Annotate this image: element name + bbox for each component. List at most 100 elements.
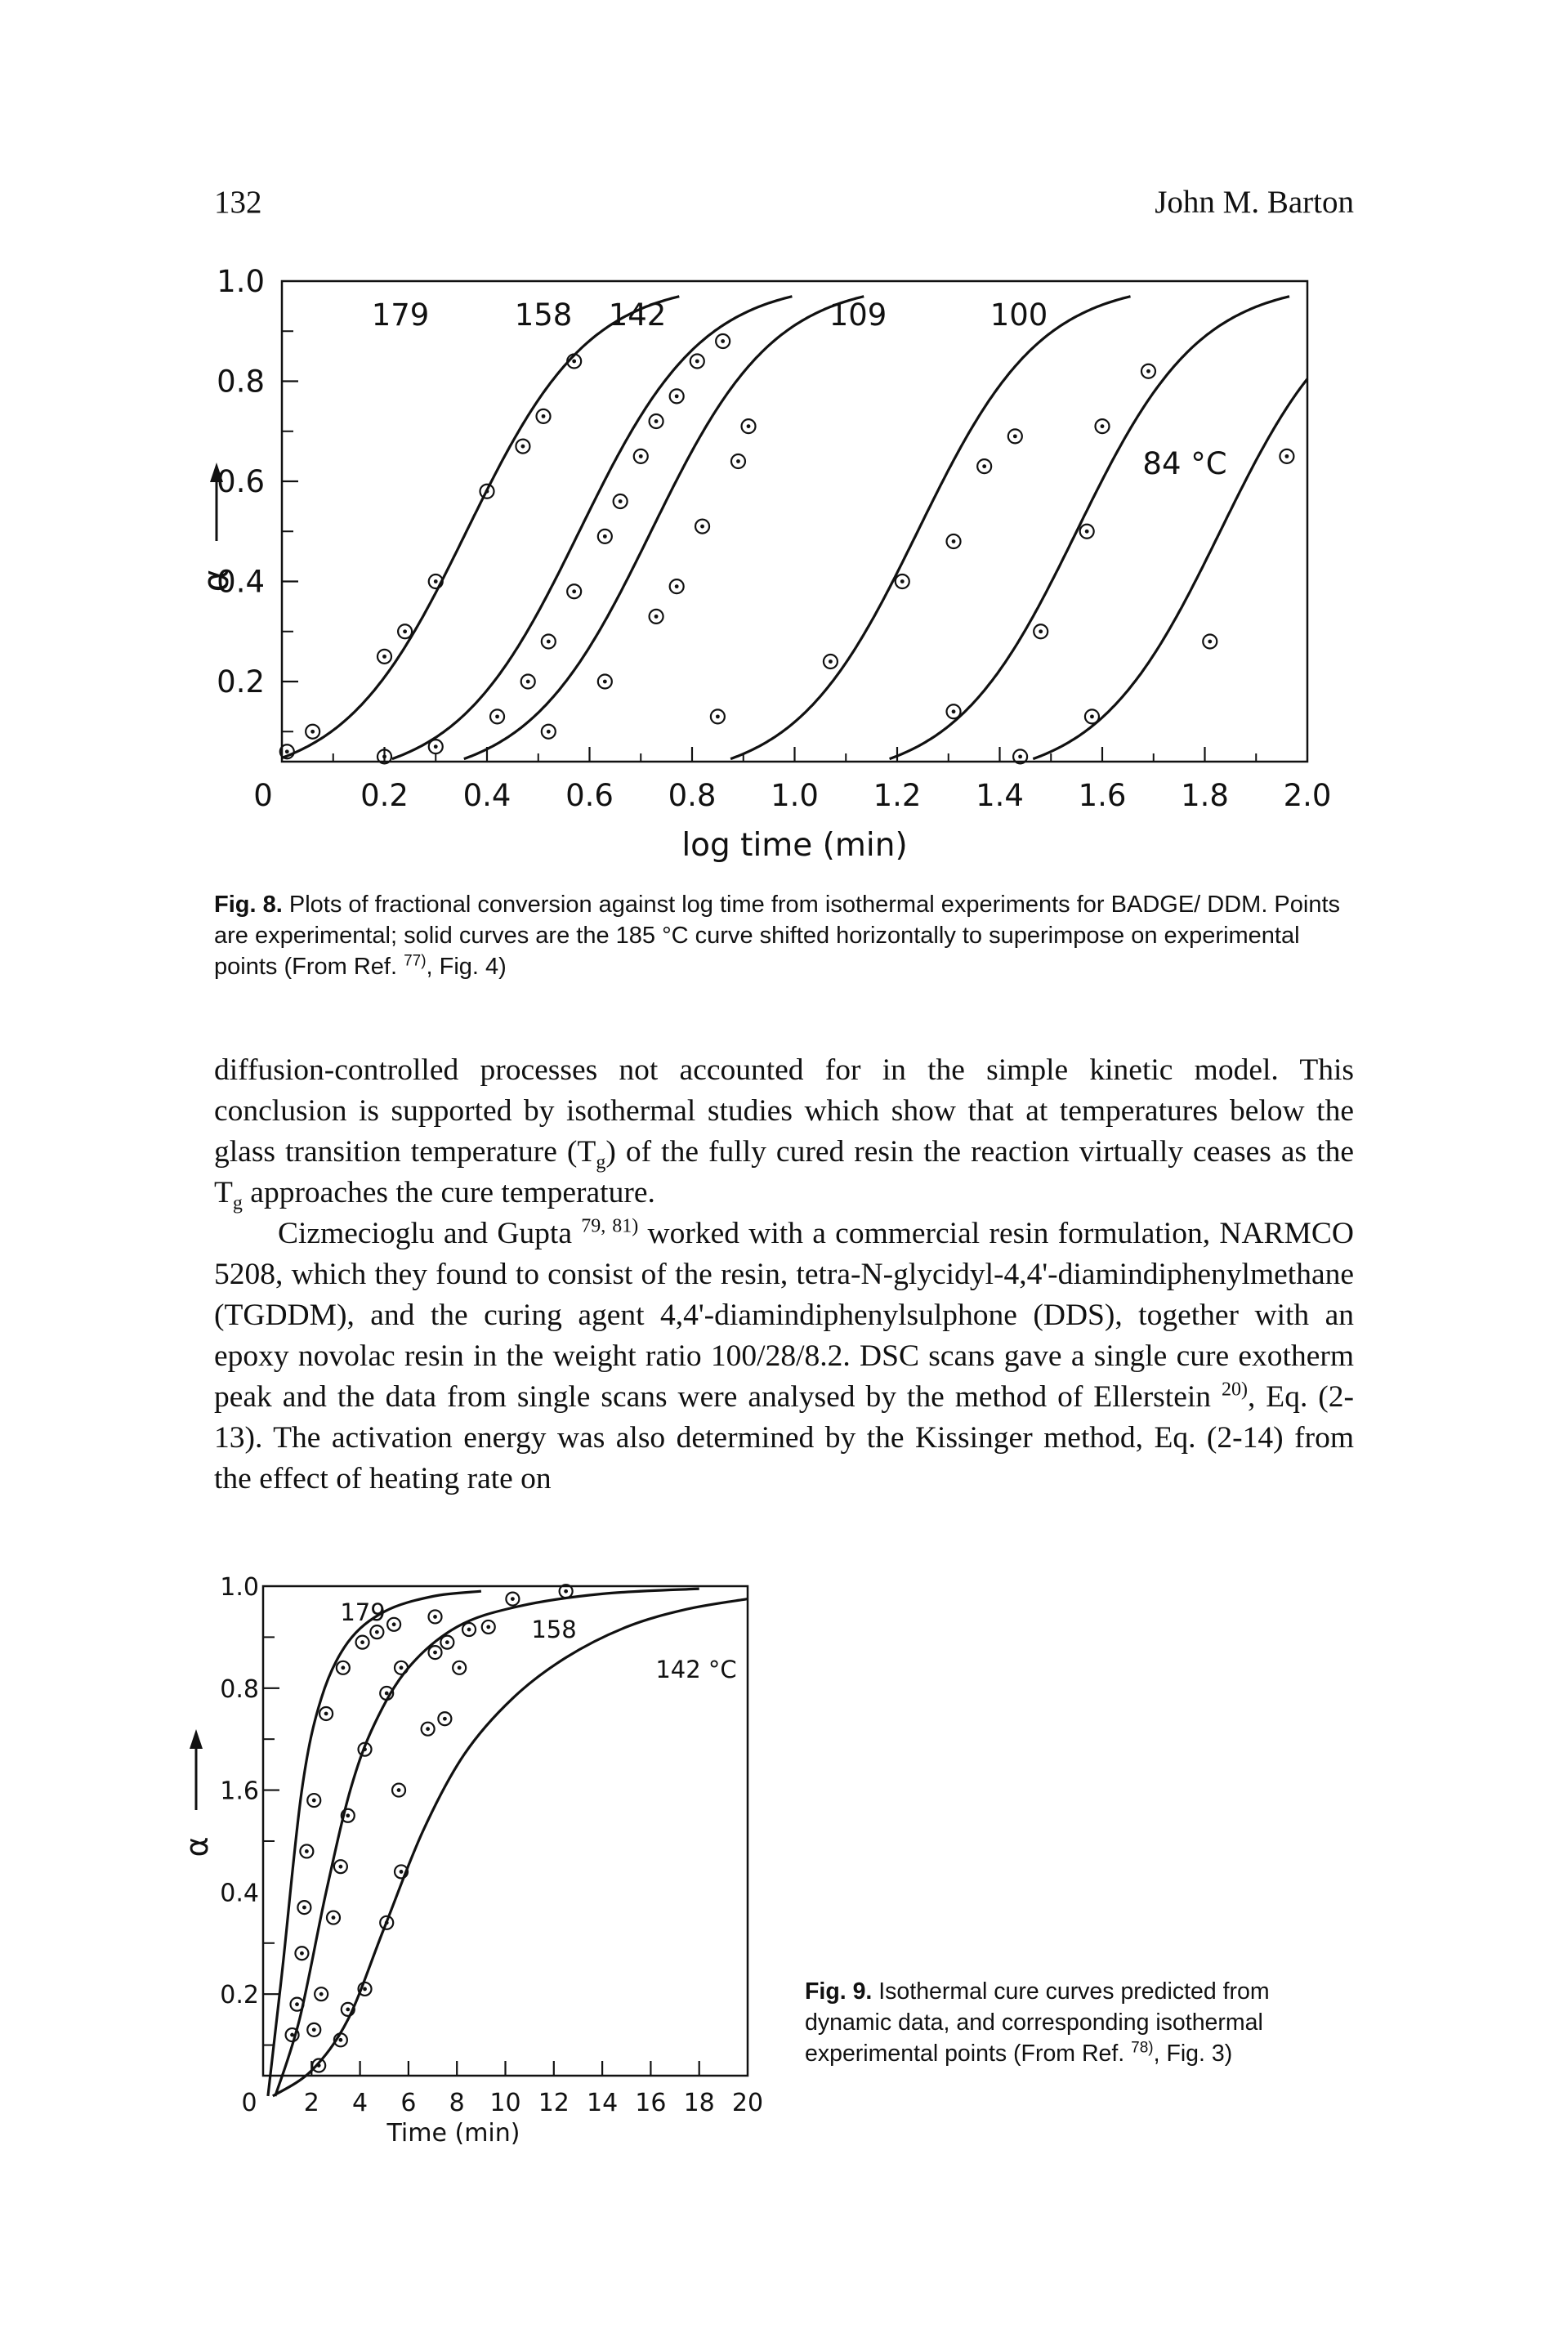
- curve-142: [463, 295, 864, 761]
- x-tick-label: 0.4: [463, 778, 511, 813]
- data-point: [427, 1609, 443, 1625]
- data-point: [340, 1808, 355, 1823]
- data-point: [318, 1705, 334, 1722]
- x-tick-label: 0: [241, 2089, 257, 2117]
- figure-8-caption-ref: 77): [404, 952, 427, 970]
- data-point: [1279, 448, 1295, 464]
- data-point: [379, 1915, 395, 1930]
- data-point: [822, 653, 839, 670]
- y-tick-label: 1.0: [217, 264, 265, 299]
- data-point: [648, 413, 664, 430]
- y-tick-label: 0.2: [217, 664, 265, 700]
- data-point: [376, 749, 393, 765]
- data-point: [566, 353, 583, 369]
- tg-subscript: g: [596, 1151, 606, 1173]
- paragraph-2-text-b: worked with a commercial resin formulati…: [214, 1217, 1354, 1414]
- page-number: 132: [214, 185, 262, 220]
- data-point: [689, 353, 705, 369]
- data-point: [740, 418, 757, 435]
- running-head-author: John M. Barton: [1155, 185, 1354, 220]
- curve-label: 158: [531, 1616, 576, 1643]
- data-point: [357, 1741, 373, 1757]
- data-point: [540, 723, 556, 740]
- data-point: [1007, 428, 1023, 445]
- data-point: [730, 453, 747, 470]
- data-point: [479, 483, 495, 499]
- y-axis-label: α: [195, 568, 237, 592]
- data-point: [369, 1625, 385, 1640]
- y-tick-label: 0.8: [217, 364, 265, 400]
- data-point: [279, 744, 295, 760]
- curve-label: 142 °C: [655, 1656, 736, 1683]
- x-tick-label: 8: [449, 2089, 465, 2117]
- data-point: [515, 438, 531, 454]
- x-tick-label: 18: [684, 2089, 715, 2117]
- data-point: [489, 709, 506, 725]
- y-axis-label: α: [179, 1836, 215, 1857]
- data-point: [566, 583, 583, 600]
- y-tick-label: 0.4: [220, 1879, 259, 1907]
- data-point: [305, 723, 321, 740]
- data-point: [397, 624, 413, 640]
- figure-8-caption-tail: , Fig. 4): [426, 954, 507, 980]
- y-tick-label: 0.8: [220, 1675, 259, 1704]
- curve-label: 84 °C: [1142, 446, 1226, 481]
- data-point: [306, 1792, 322, 1808]
- data-point: [355, 1634, 370, 1650]
- data-point: [420, 1721, 436, 1737]
- curve-158: [274, 1587, 699, 2097]
- data-point: [311, 2058, 327, 2073]
- curve-142C: [271, 1598, 748, 2098]
- figure-8-caption-text: Plots of fractional conversion against l…: [214, 892, 1341, 980]
- data-point: [668, 579, 685, 595]
- data-point: [480, 1619, 496, 1635]
- y-tick-label: 1.6: [220, 1777, 259, 1806]
- data-point: [335, 1660, 351, 1675]
- running-head: 132 John M. Barton: [214, 181, 1354, 224]
- data-point: [648, 608, 664, 624]
- data-point: [1079, 523, 1095, 539]
- x-tick-label: 2: [304, 2089, 319, 2117]
- data-point: [379, 1685, 395, 1701]
- data-point: [945, 704, 962, 720]
- data-point: [299, 1844, 315, 1859]
- figure-9-caption-ref: 78): [1131, 2039, 1154, 2057]
- body-text: diffusion-controlled processes not accou…: [214, 1050, 1354, 1500]
- paragraph-2: Cizmecioglu and Gupta 79, 81) worked wit…: [214, 1214, 1354, 1500]
- y-axis-arrowhead: [190, 1729, 203, 1749]
- data-point: [894, 573, 910, 590]
- data-point: [709, 709, 726, 725]
- data-point: [558, 1584, 574, 1599]
- data-point: [284, 2027, 300, 2043]
- data-point: [1202, 633, 1218, 650]
- x-tick-label: 0: [253, 778, 273, 813]
- x-tick-label: 0.8: [668, 778, 717, 813]
- data-point: [325, 1910, 342, 1925]
- data-point: [393, 1660, 409, 1675]
- y-tick-label: 0.2: [220, 1981, 259, 2009]
- data-point: [297, 1899, 312, 1916]
- data-point: [340, 2001, 355, 2017]
- curve-179: [281, 295, 680, 759]
- x-axis-label: log time (min): [681, 827, 907, 864]
- x-tick-label: 0.2: [360, 778, 409, 813]
- data-point: [427, 573, 444, 590]
- data-point: [437, 1711, 453, 1727]
- x-tick-label: 12: [538, 2089, 570, 2117]
- paragraph-1: diffusion-controlled processes not accou…: [214, 1050, 1354, 1214]
- figure-8-caption-label: Fig. 8.: [214, 892, 283, 918]
- data-point: [314, 1987, 329, 2002]
- data-point: [294, 1946, 310, 1961]
- data-point: [1033, 624, 1049, 640]
- data-point: [386, 1616, 402, 1632]
- curve-109: [730, 295, 1131, 761]
- data-point: [612, 493, 628, 510]
- data-point: [596, 673, 613, 690]
- curve-label: 109: [829, 297, 887, 333]
- reference-superscript: 79, 81): [581, 1215, 639, 1237]
- paragraph-2-text-c: , Eq. (2-13). The activation energy was …: [214, 1380, 1354, 1495]
- figure-9-caption-text: Isothermal cure curves predicted from dy…: [805, 1978, 1270, 2067]
- y-tick-label: 1.0: [220, 1573, 259, 1602]
- curve-label: 142: [609, 297, 667, 333]
